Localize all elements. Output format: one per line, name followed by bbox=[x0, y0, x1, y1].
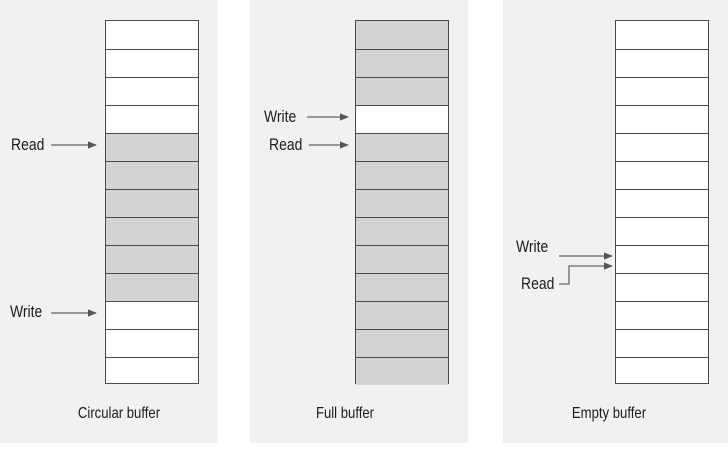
read-pointer-label: Read bbox=[269, 135, 303, 154]
buffer-cell-filled bbox=[106, 161, 198, 189]
buffer-cell-filled bbox=[356, 21, 448, 49]
buffer-cell bbox=[616, 301, 708, 329]
read-pointer-label: Read bbox=[11, 135, 45, 154]
buffer-cell-filled bbox=[106, 217, 198, 245]
buffer-cell bbox=[616, 245, 708, 273]
buffer-cell-filled bbox=[356, 49, 448, 77]
buffer-cell bbox=[616, 105, 708, 133]
buffer-cell bbox=[616, 133, 708, 161]
buffer-cell-filled bbox=[356, 329, 448, 357]
read-pointer-label: Read bbox=[521, 274, 555, 293]
buffer-cell-filled bbox=[356, 357, 448, 385]
full-buffer-panel: Write Read Full buffer bbox=[250, 0, 468, 443]
buffer-cell bbox=[106, 301, 198, 329]
circular-buffer bbox=[105, 20, 199, 384]
circular-buffer-panel: Read Write Circular buffer bbox=[0, 0, 218, 443]
buffer-cell bbox=[106, 329, 198, 357]
buffer-cell-filled bbox=[356, 273, 448, 301]
buffer-cell bbox=[616, 21, 708, 49]
write-pointer-label: Write bbox=[264, 107, 297, 126]
buffer-cell-filled bbox=[106, 273, 198, 301]
buffer-cell bbox=[616, 77, 708, 105]
buffer-caption: Empty buffer bbox=[571, 405, 647, 422]
buffer-cell bbox=[106, 49, 198, 77]
buffer-cell bbox=[616, 329, 708, 357]
buffer-cell-filled bbox=[356, 245, 448, 273]
buffer-cell bbox=[106, 357, 198, 385]
empty-buffer-panel: Write Read Empty buffer bbox=[503, 0, 728, 443]
full-buffer bbox=[355, 20, 449, 385]
buffer-cell bbox=[616, 217, 708, 245]
buffer-cell-filled bbox=[356, 301, 448, 329]
buffer-cell-filled bbox=[356, 77, 448, 105]
buffer-cell bbox=[616, 49, 708, 77]
buffer-cell-filled bbox=[106, 189, 198, 217]
buffer-cell bbox=[106, 77, 198, 105]
buffer-cell bbox=[616, 357, 708, 385]
buffer-cell bbox=[616, 273, 708, 301]
buffer-cell-filled bbox=[106, 245, 198, 273]
write-pointer-label: Write bbox=[516, 237, 549, 256]
buffer-cell bbox=[616, 189, 708, 217]
buffer-cell-filled bbox=[106, 133, 198, 161]
buffer-cell-filled bbox=[356, 189, 448, 217]
buffer-cell bbox=[616, 161, 708, 189]
buffer-cell-filled bbox=[356, 133, 448, 161]
buffer-cell bbox=[106, 21, 198, 49]
buffer-cell bbox=[106, 105, 198, 133]
buffer-cell-filled bbox=[356, 217, 448, 245]
buffer-cell-filled bbox=[356, 161, 448, 189]
buffer-cell bbox=[356, 105, 448, 133]
buffer-caption: Circular buffer bbox=[77, 405, 161, 422]
empty-buffer bbox=[615, 20, 709, 384]
buffer-caption: Full buffer bbox=[315, 405, 375, 422]
write-pointer-label: Write bbox=[10, 302, 43, 321]
